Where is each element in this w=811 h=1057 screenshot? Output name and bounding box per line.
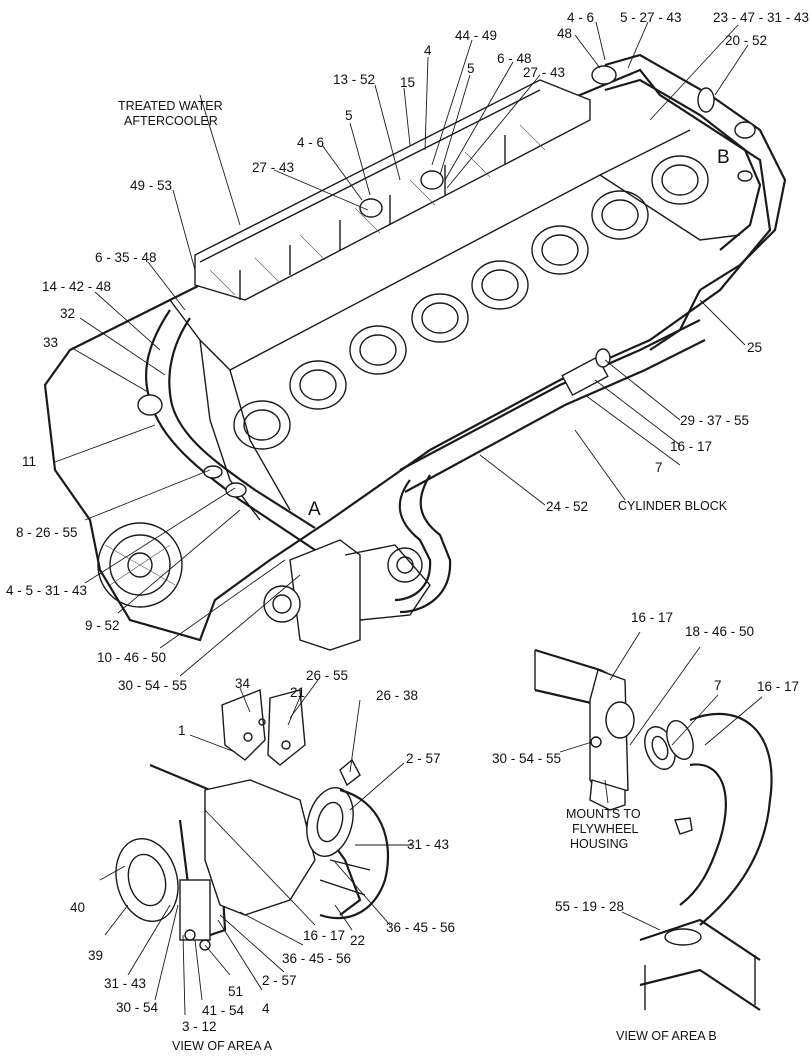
callout-36-45-56-a: 36 - 45 - 56	[282, 951, 351, 966]
callout-34: 34	[235, 676, 251, 691]
note-treated-water: TREATED WATER	[118, 99, 223, 113]
callout-30-54-55-main: 30 - 54 - 55	[118, 678, 187, 693]
callout-24-52: 24 - 52	[546, 499, 588, 514]
callout-16-17-b2: 16 - 17	[757, 679, 799, 694]
callout-22: 22	[350, 933, 365, 948]
callout-1: 1	[178, 723, 186, 738]
callout-16-17-b1: 16 - 17	[631, 610, 673, 625]
aftercooler	[194, 79, 591, 301]
note-aftercooler: AFTERCOOLER	[124, 114, 218, 128]
callout-25: 25	[747, 340, 762, 355]
callout-48: 48	[557, 26, 572, 41]
cylinder-bores	[233, 155, 709, 450]
area-marker-a: A	[308, 499, 321, 520]
cylinder-block-outline	[43, 68, 772, 642]
clamps	[137, 65, 756, 498]
callout-18-46-50: 18 - 46 - 50	[685, 624, 754, 639]
leader-lines-area-a	[99, 679, 412, 1016]
callout-36-45-56-b: 36 - 45 - 56	[386, 920, 455, 935]
callout-30-54: 30 - 54	[116, 1000, 159, 1015]
callout-30-54-55-b: 30 - 54 - 55	[492, 751, 561, 766]
engine-main-view	[43, 53, 787, 651]
callout-6-48: 6 - 48	[497, 51, 532, 66]
callout-10-46-50: 10 - 46 - 50	[97, 650, 166, 665]
callout-14-42-48: 14 - 42 - 48	[42, 279, 111, 294]
callout-13-52: 13 - 52	[333, 72, 375, 87]
callout-3-12: 3 - 12	[182, 1019, 217, 1034]
callout-20-52: 20 - 52	[725, 33, 767, 48]
callout-4-top: 4	[424, 43, 432, 58]
callout-29-37-55: 29 - 37 - 55	[680, 413, 749, 428]
callout-2-57-b: 2 - 57	[262, 973, 297, 988]
area-marker-b: B	[717, 147, 730, 168]
callout-15: 15	[400, 75, 415, 90]
callout-16-17-main: 16 - 17	[670, 439, 712, 454]
caption-view-a: VIEW OF AREA A	[172, 1039, 273, 1053]
callout-51: 51	[228, 984, 243, 999]
callout-40: 40	[70, 900, 85, 915]
callout-7-main: 7	[655, 460, 663, 475]
callout-31-43-b: 31 - 43	[104, 976, 146, 991]
callout-8-26-55: 8 - 26 - 55	[16, 525, 78, 540]
callout-27-43-b: 27 - 43	[252, 160, 294, 175]
callout-4-6-top: 4 - 6	[567, 10, 594, 25]
callout-6-35-48: 6 - 35 - 48	[95, 250, 157, 265]
view-area-b	[534, 648, 773, 1011]
callout-26-38: 26 - 38	[376, 688, 418, 703]
callout-9-52: 9 - 52	[85, 618, 120, 633]
callout-27-43-a: 27 - 43	[523, 65, 565, 80]
callout-7-b: 7	[714, 678, 722, 693]
callout-4-6-mid: 4 - 6	[297, 135, 324, 150]
callout-49-53: 49 - 53	[130, 178, 172, 193]
leader-lines-main	[54, 21, 749, 677]
note-housing: HOUSING	[570, 837, 628, 851]
callout-2-57-a: 2 - 57	[406, 751, 441, 766]
note-mounts-to: MOUNTS TO	[566, 807, 641, 821]
callout-4-5-31-43: 4 - 5 - 31 - 43	[6, 583, 87, 598]
callout-21: 21	[290, 685, 305, 700]
callout-23-47-31-43: 23 - 47 - 31 - 43	[713, 10, 809, 25]
callout-16-17-a: 16 - 17	[303, 928, 345, 943]
callout-41-54: 41 - 54	[202, 1003, 245, 1018]
tube-25	[649, 289, 701, 351]
leader-lines-area-b	[559, 631, 763, 931]
callout-5-b: 5	[345, 108, 353, 123]
caption-view-b: VIEW OF AREA B	[616, 1029, 717, 1043]
callout-55-19-28: 55 - 19 - 28	[555, 899, 624, 914]
callout-5-a: 5	[467, 61, 475, 76]
callout-11: 11	[22, 454, 36, 469]
callout-32: 32	[60, 306, 75, 321]
callout-39: 39	[88, 948, 103, 963]
callout-31-43-a: 31 - 43	[407, 837, 449, 852]
callout-26-55: 26 - 55	[306, 668, 348, 683]
area-a-bracket	[263, 539, 431, 651]
view-area-a	[115, 689, 390, 951]
callout-44-49: 44 - 49	[455, 28, 497, 43]
callout-5-27-43: 5 - 27 - 43	[620, 10, 682, 25]
note-flywheel: FLYWHEEL	[572, 822, 638, 836]
callout-4-a: 4	[262, 1001, 270, 1016]
callout-33: 33	[43, 335, 58, 350]
note-cylinder-block: CYLINDER BLOCK	[618, 499, 728, 513]
